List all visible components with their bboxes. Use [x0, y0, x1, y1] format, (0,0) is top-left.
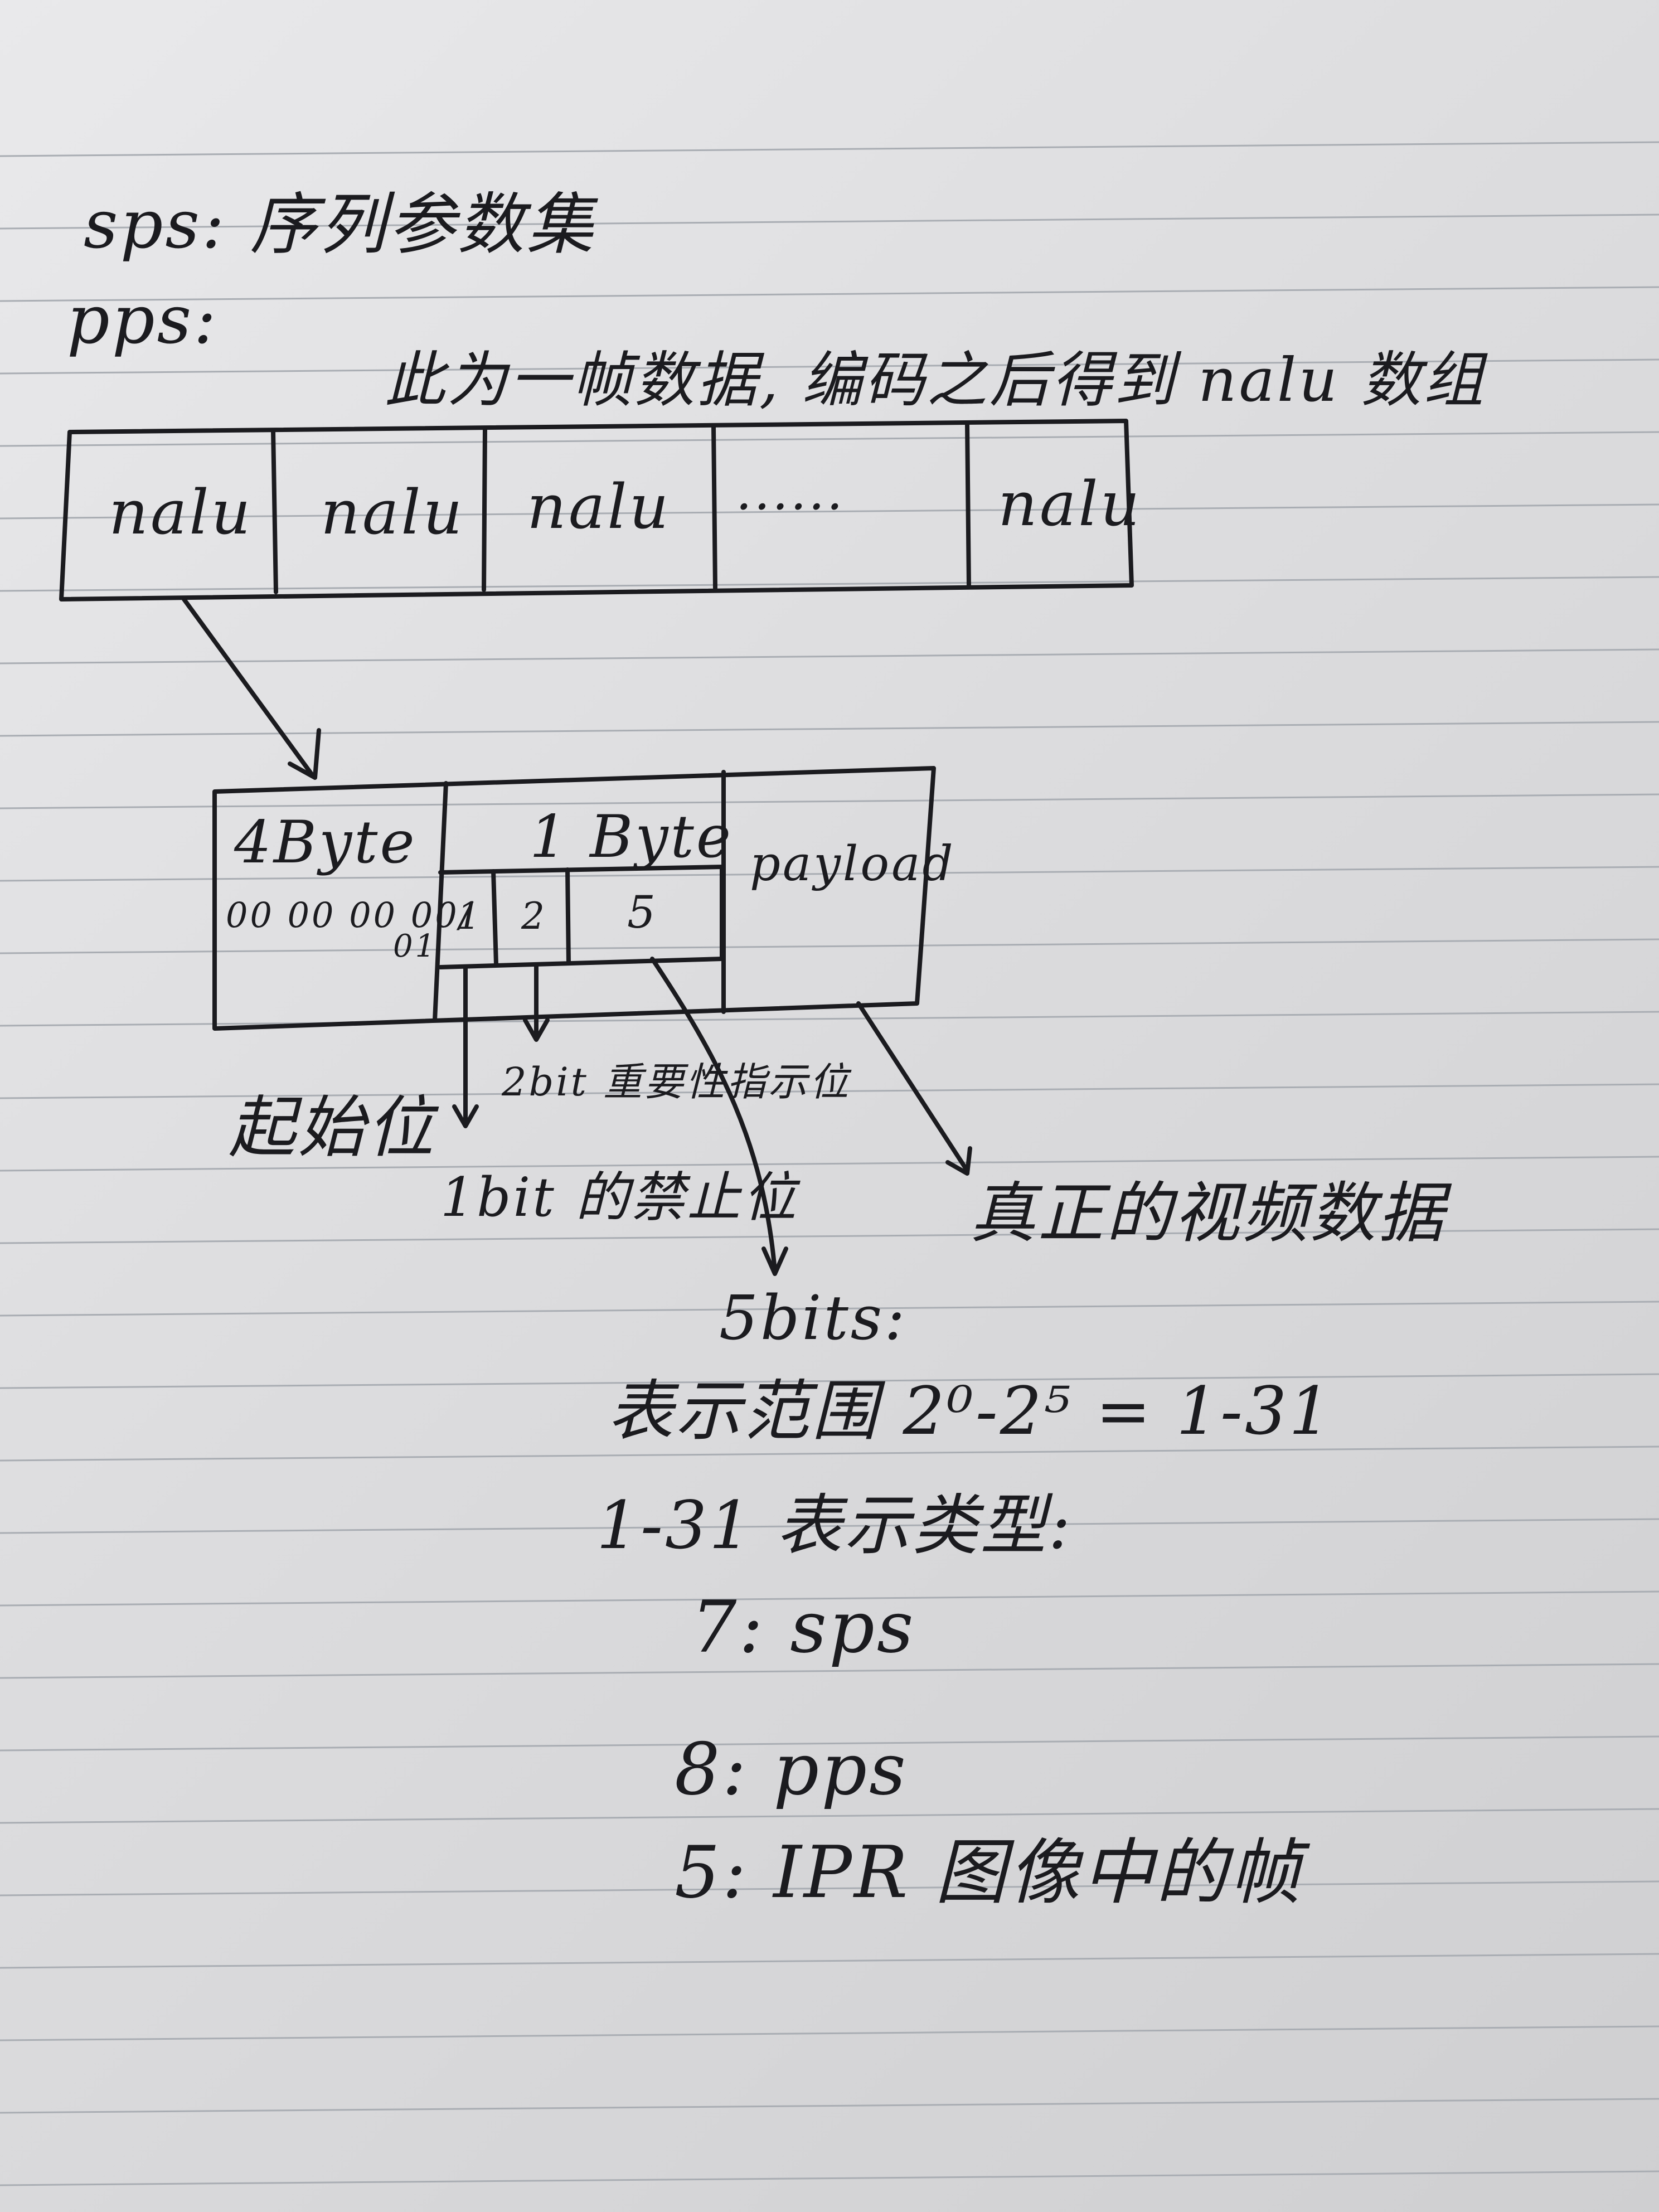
- nalu-cell-2: nalu: [321, 477, 465, 548]
- type-idr: 5: IPR 图像中的帧: [675, 1831, 1303, 1914]
- expand-arrow: [182, 597, 314, 777]
- nalu-structure-box: [212, 766, 936, 1031]
- start-code-value: 00 00 00 00/: [226, 895, 473, 935]
- bits5-heading: 5bits:: [719, 1282, 908, 1354]
- nalu-cell-1: nalu: [109, 477, 253, 548]
- payload-note: 真正的视频数据: [970, 1175, 1447, 1251]
- bit5-arrow: [650, 957, 777, 1273]
- bit2-note: 2bit 重要性指示位: [502, 1059, 851, 1105]
- start-code-size: 4Byte: [234, 808, 417, 876]
- header-bits-row: [438, 865, 724, 969]
- bit1-arrow-head: [452, 1104, 479, 1128]
- bit-divider-2: [565, 867, 571, 966]
- payload-arrow-head: [945, 1146, 972, 1176]
- nalu-divider-3: [711, 424, 717, 590]
- nalu-cell-5: nalu: [998, 468, 1142, 540]
- types-heading: 1-31 表示类型:: [596, 1487, 1073, 1564]
- frame-caption: 此为一帧数据, 编码之后得到 nalu 数组: [385, 346, 1486, 415]
- header-bit-2: 2: [521, 895, 547, 938]
- bit5-arrow-head: [761, 1246, 788, 1276]
- bit2-arrow-head: [523, 1018, 550, 1042]
- header-bit-1: 1: [457, 895, 483, 938]
- header-bit-5: 5: [627, 886, 658, 938]
- bit1-note: 1bit 的禁止位: [440, 1166, 799, 1229]
- nalu-divider-4: [965, 421, 971, 589]
- bit-divider-1: [491, 869, 498, 967]
- payload-arrow: [856, 1001, 969, 1173]
- expand-arrow-head: [288, 728, 321, 780]
- structure-divider-start: [433, 781, 448, 1022]
- nalu-divider-1: [271, 428, 278, 594]
- nalu-cell-ellipsis: ......: [736, 463, 845, 521]
- type-pps: 8: pps: [675, 1728, 908, 1811]
- nalu-array-box: [59, 419, 1134, 601]
- sps-note: sps: 序列参数集: [84, 186, 596, 264]
- start-code-note: 起始位: [229, 1089, 436, 1167]
- nalu-divider-2: [482, 426, 487, 592]
- type-sps: 7: sps: [691, 1586, 916, 1669]
- nalu-cell-3: nalu: [527, 471, 671, 542]
- payload-label: payload: [750, 836, 955, 892]
- start-code-value-tail: 01: [393, 928, 438, 964]
- nalu-header-size: 1 Byte: [530, 803, 733, 871]
- pps-note: pps:: [67, 282, 219, 359]
- bits5-range: 表示范围 2⁰-2⁵ = 1-31: [608, 1372, 1333, 1449]
